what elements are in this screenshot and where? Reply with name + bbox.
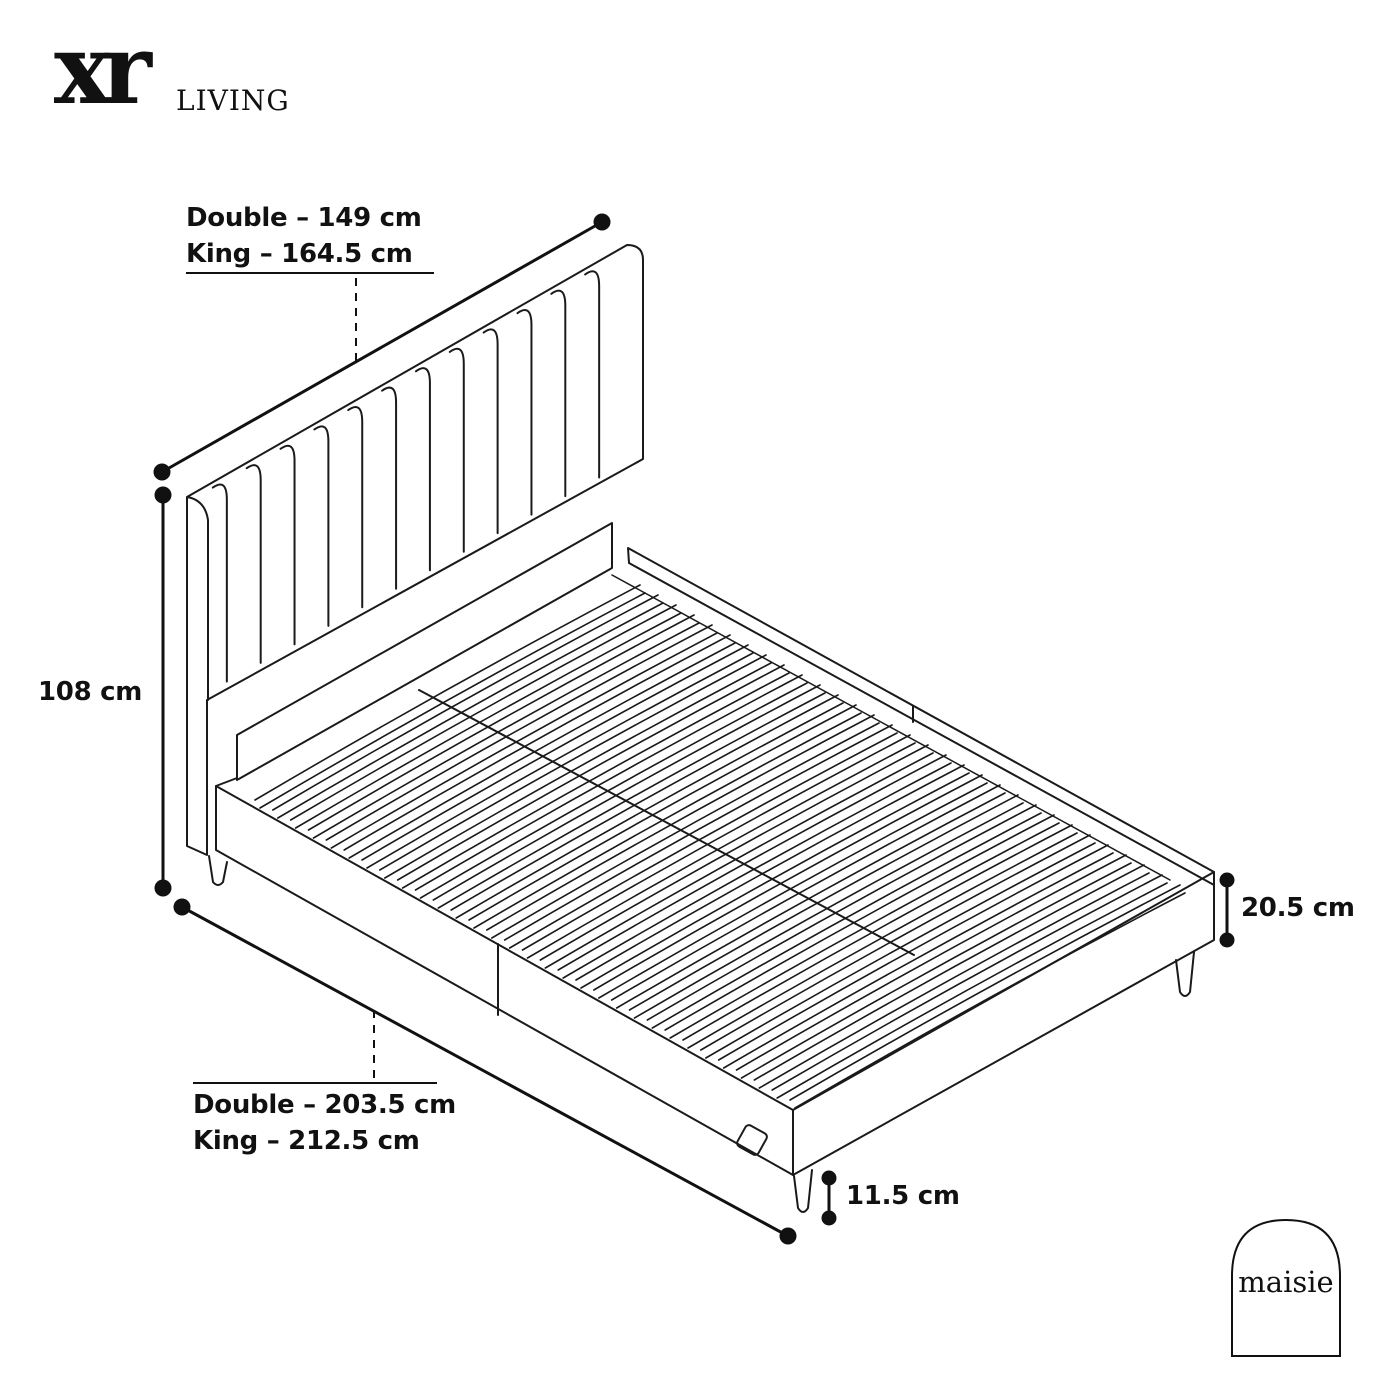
headboard-channel bbox=[313, 425, 330, 627]
headboard-channel bbox=[211, 483, 228, 683]
right-side-rail bbox=[627, 547, 1215, 886]
bed-length-king: King – 212.5 cm bbox=[193, 1126, 420, 1156]
headboard-channel bbox=[347, 406, 364, 609]
slat bbox=[521, 734, 916, 959]
legs bbox=[208, 855, 1195, 1213]
total-height-label: 108 cm bbox=[38, 677, 143, 707]
slat bbox=[575, 764, 970, 989]
maisie-arch-badge bbox=[1231, 1218, 1341, 1357]
headboard-channels bbox=[211, 270, 601, 683]
slat bbox=[450, 694, 844, 919]
slat bbox=[254, 584, 646, 809]
headboard-width-double: Double – 149 cm bbox=[186, 203, 422, 233]
leg-height-label: 11.5 cm bbox=[846, 1181, 960, 1211]
slat bbox=[325, 624, 718, 849]
slats-platform bbox=[254, 584, 1186, 1109]
headboard-lower-panel bbox=[236, 522, 613, 781]
headboard-width-king: King – 164.5 cm bbox=[186, 239, 413, 269]
headboard-channel bbox=[550, 289, 567, 498]
headboard-channel bbox=[584, 270, 601, 479]
length-line bbox=[181, 905, 789, 1238]
dim-dot bbox=[153, 463, 171, 481]
slat bbox=[361, 644, 754, 869]
headboard bbox=[186, 244, 644, 856]
headboard-width-label: Double – 149 cm King – 164.5 cm bbox=[186, 200, 422, 272]
headboard-channel bbox=[279, 444, 296, 646]
headboard-channel bbox=[245, 464, 262, 664]
slat bbox=[307, 614, 700, 839]
headboard-channel bbox=[482, 328, 499, 535]
bed-length-label: Double – 203.5 cm King – 212.5 cm bbox=[193, 1087, 456, 1159]
slat bbox=[414, 674, 808, 899]
slat bbox=[593, 774, 988, 999]
slat bbox=[735, 854, 1132, 1079]
headboard-channel bbox=[414, 367, 431, 572]
slat bbox=[486, 714, 880, 939]
frame-height-label: 20.5 cm bbox=[1241, 893, 1355, 923]
headboard-channel bbox=[516, 309, 533, 516]
slat bbox=[771, 874, 1168, 1099]
bed-length-double: Double – 203.5 cm bbox=[193, 1090, 456, 1120]
slat bbox=[539, 744, 934, 969]
left-side-rail bbox=[215, 777, 1215, 1176]
slat bbox=[289, 604, 682, 829]
logo-word: LIVING bbox=[176, 84, 290, 117]
xr-badge bbox=[736, 1124, 768, 1156]
collection-name: maisie bbox=[1238, 1265, 1334, 1299]
slat bbox=[753, 864, 1150, 1089]
headboard-width-line bbox=[161, 220, 603, 474]
headboard-channel bbox=[448, 347, 465, 553]
slat bbox=[557, 754, 952, 979]
headboard-channel bbox=[381, 386, 398, 590]
slat bbox=[343, 634, 736, 859]
slat bbox=[646, 804, 1042, 1029]
slat bbox=[503, 724, 898, 949]
slat bbox=[432, 684, 826, 909]
slat bbox=[717, 844, 1114, 1069]
slat bbox=[379, 654, 772, 879]
xr-logo: xr bbox=[54, 13, 152, 126]
slat bbox=[468, 704, 862, 929]
slat bbox=[272, 594, 664, 819]
slat bbox=[396, 664, 790, 889]
slat bbox=[610, 784, 1006, 1009]
slat bbox=[628, 794, 1024, 1019]
dim-dot bbox=[593, 213, 611, 231]
